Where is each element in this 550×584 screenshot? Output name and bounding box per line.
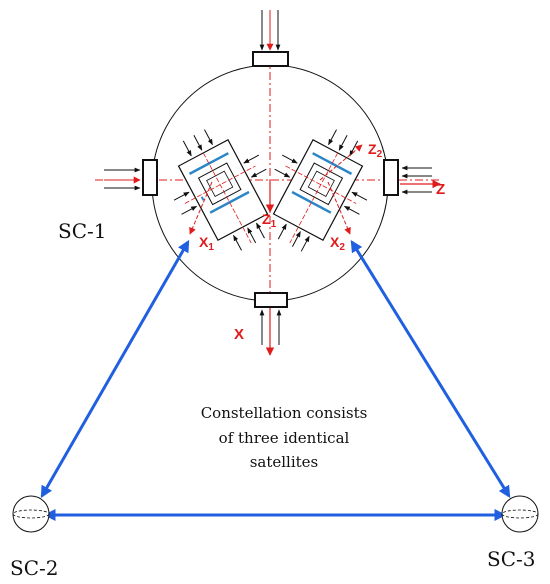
- laser-links: [40, 239, 511, 521]
- caption-line-3: satellites: [250, 453, 319, 471]
- right-thruster: [383, 159, 441, 196]
- sc2-spacecraft: SC-2: [10, 495, 59, 580]
- x1-main: X: [199, 234, 209, 250]
- left-test-mass-housing: [173, 129, 269, 251]
- sc1-spacecraft: Z X Z1 Z2 X1 X2 SC-1: [58, 10, 445, 356]
- x-axis-label: X: [234, 326, 244, 343]
- x1-axis-label: X1: [199, 234, 214, 253]
- z-axis-label: Z: [436, 181, 445, 198]
- z1-subscript: 1: [271, 219, 277, 230]
- x2-axis-label: X2: [330, 234, 345, 253]
- x2-axis-arrow: [327, 181, 351, 235]
- sc2-sphere: [12, 495, 50, 533]
- x2-subscript: 2: [339, 242, 345, 253]
- z1-main: Z: [262, 211, 271, 227]
- z2-main: Z: [368, 141, 377, 157]
- x1-axis-arrow: [189, 181, 213, 235]
- sc3-label: SC-3: [487, 547, 536, 571]
- right-test-mass-housing: [272, 129, 368, 252]
- sc1-label: SC-1: [58, 219, 107, 243]
- top-thruster: [252, 10, 289, 67]
- z1-axis-label: Z1: [262, 211, 277, 230]
- z2-axis-arrow: [319, 144, 363, 181]
- sc2-label: SC-2: [10, 556, 59, 580]
- caption-line-2: of three identical: [219, 429, 350, 447]
- caption: Constellation consists of three identica…: [201, 404, 368, 471]
- sc3-equator: [501, 509, 539, 519]
- caption-line-1: Constellation consists: [201, 404, 368, 422]
- x2-main: X: [330, 234, 340, 250]
- sc2-equator: [12, 509, 50, 519]
- left-thruster: [104, 159, 158, 196]
- link-sc1-sc2: [40, 239, 190, 499]
- z2-axis-label: Z2: [368, 141, 383, 160]
- x1-subscript: 1: [208, 242, 214, 253]
- link-sc1-sc3: [350, 239, 511, 499]
- sc3-sphere: [501, 495, 539, 533]
- bottom-thruster: [254, 292, 288, 356]
- z2-subscript: 2: [377, 149, 383, 160]
- sc3-spacecraft: SC-3: [487, 495, 539, 571]
